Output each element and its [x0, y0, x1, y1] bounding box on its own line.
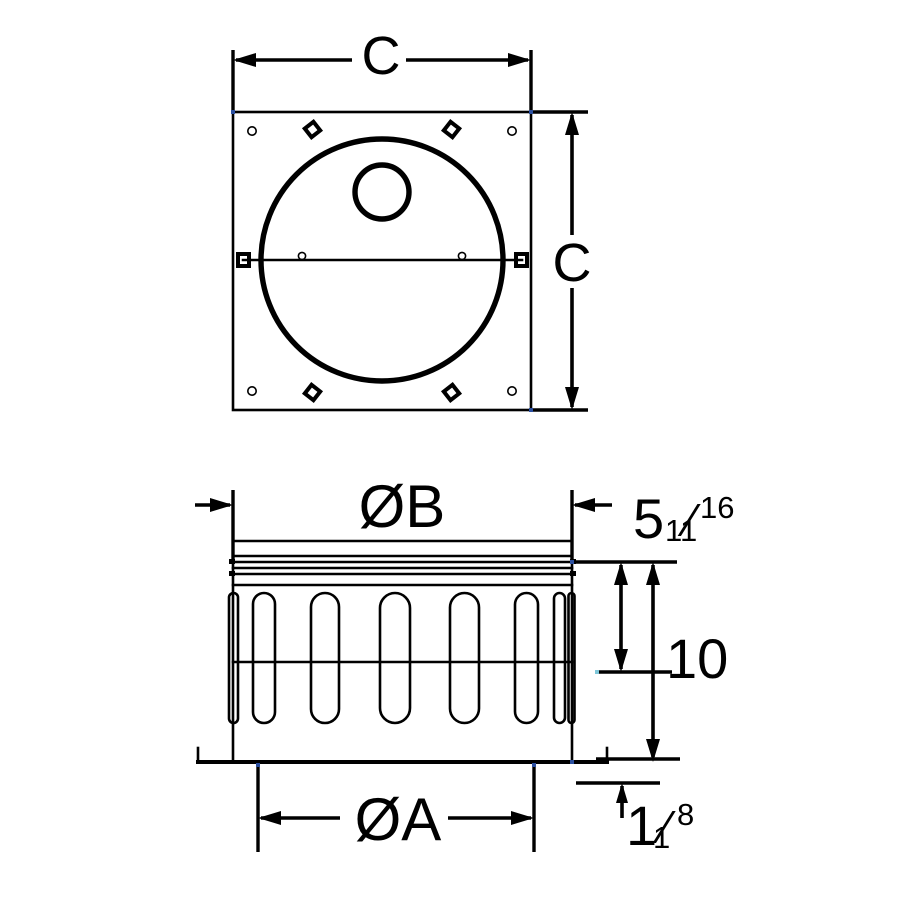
blade-pivot-dot-right — [457, 251, 467, 261]
endpoint-marker-flange-a-right — [532, 763, 536, 767]
dimension-label-diameter-a: ØA — [355, 786, 442, 853]
band-nub-left-lower — [229, 571, 235, 576]
fraction-denominator-8: 8 — [677, 797, 694, 832]
arrowhead-b-left-icon — [210, 498, 233, 512]
endpoint-marker-flange-right — [570, 760, 574, 764]
corner-bolt-hole-bottom-right — [506, 385, 517, 396]
endpoint-marker-tl — [231, 110, 235, 114]
fraction-numerator-1: 1 — [653, 820, 670, 855]
arrowhead-left-icon — [233, 53, 256, 67]
side-view-group: ØB — [195, 473, 734, 857]
arrowhead-bottom-icon — [565, 387, 579, 410]
dimension-label-10: 10 — [666, 627, 728, 690]
arrowhead-a-right-icon — [511, 811, 534, 825]
corner-bolt-hole-top-left — [247, 126, 258, 137]
louver-slot-3 — [309, 591, 341, 725]
fraction-5-11-16: 5 11 ⁄ 16 — [633, 487, 734, 550]
dimension-label-c-top: C — [362, 26, 401, 86]
endpoint-marker-band-lower — [595, 670, 599, 674]
louver-slot-1 — [227, 591, 240, 725]
arrowhead-overall-bottom-icon — [646, 739, 660, 762]
dimension-c-horizontal: C — [231, 26, 533, 112]
arrowhead-top-icon — [565, 112, 579, 135]
dimension-diameter-a: ØA — [256, 765, 536, 853]
endpoint-marker-br — [529, 408, 533, 412]
dimension-label-diameter-b: ØB — [359, 473, 446, 540]
collar-tab-lower-right — [440, 381, 463, 404]
top-band-group — [229, 539, 576, 587]
dimension-diameter-b: ØB — [195, 473, 612, 560]
collar-tab-upper-left — [301, 118, 324, 141]
arrowhead-a-left-icon — [258, 811, 281, 825]
corner-bolt-hole-bottom-left — [247, 385, 258, 396]
fraction-whole-1: 1 — [626, 794, 657, 857]
blade-pivot-dot-left — [297, 251, 307, 261]
fraction-numerator-11: 11 — [665, 513, 697, 548]
arrowhead-band-top-icon — [614, 562, 628, 585]
arrowhead-band-bottom-icon — [614, 649, 628, 672]
arrowhead-right-icon — [508, 53, 531, 67]
top-view-group: C — [231, 26, 592, 412]
offset-access-hole — [352, 162, 412, 222]
arrowhead-b-right-icon — [572, 498, 595, 512]
louver-slot-7 — [552, 591, 567, 725]
collar-tab-group — [236, 118, 529, 404]
louver-slot-group — [227, 591, 576, 725]
louver-slot-6 — [513, 591, 540, 725]
endpoint-marker-tr — [529, 110, 533, 114]
louver-slot-8 — [567, 591, 576, 725]
fraction-denominator-16: 16 — [700, 490, 734, 525]
fraction-whole-5: 5 — [633, 487, 664, 550]
dimension-label-c-right: C — [553, 233, 592, 293]
dimension-c-vertical: C — [531, 110, 592, 412]
louver-slot-4 — [378, 591, 412, 725]
collar-tab-upper-right — [440, 118, 463, 141]
endpoint-marker-flange-a-left — [256, 763, 260, 767]
arrowhead-overall-top-icon — [646, 562, 660, 585]
louver-slot-2 — [251, 591, 277, 725]
band-nub-left-upper — [229, 559, 235, 564]
collar-tab-lower-left — [301, 381, 324, 404]
band-nub-right-lower — [570, 571, 576, 576]
louver-slot-5 — [448, 591, 481, 725]
endpoint-marker-band-right — [570, 560, 574, 564]
dimension-overall-height: 10 — [596, 562, 728, 762]
arrowhead-flange-top-icon — [616, 783, 628, 803]
fraction-1-1-8: 1 1 ⁄ 8 — [626, 794, 694, 857]
dimension-flange-thickness: 1 1 ⁄ 8 — [576, 781, 694, 857]
corner-bolt-hole-top-right — [506, 126, 517, 137]
